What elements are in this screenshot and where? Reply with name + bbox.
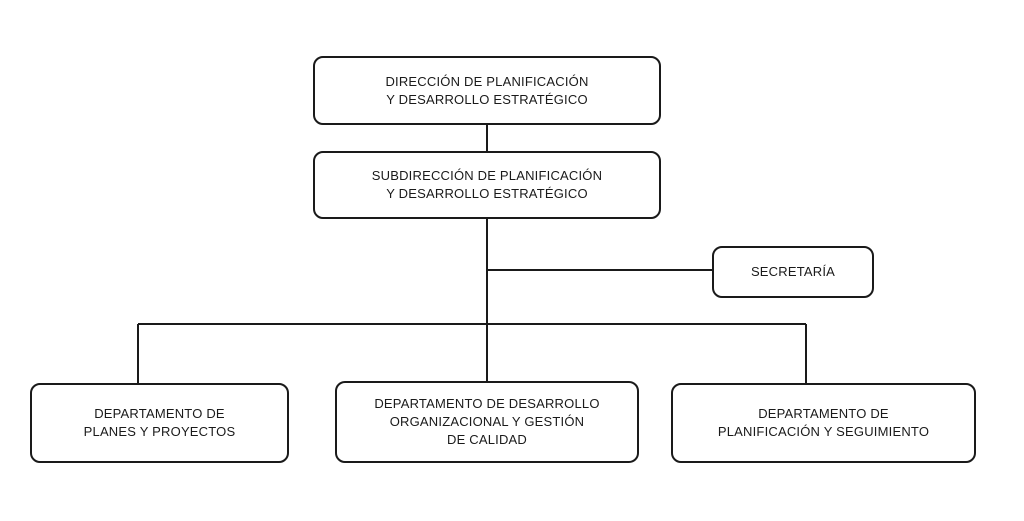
org-box-departamento-seguimiento: DEPARTAMENTO DE PLANIFICACIÓN Y SEGUIMIE… xyxy=(671,383,976,463)
org-box-subdireccion: SUBDIRECCIÓN DE PLANIFICACIÓN Y DESARROL… xyxy=(313,151,661,219)
org-box-label: Y DESARROLLO ESTRATÉGICO xyxy=(386,186,588,201)
org-box-label: Y DESARROLLO ESTRATÉGICO xyxy=(386,91,588,107)
org-box-label: DE CALIDAD xyxy=(446,432,528,447)
org-box-label: PLANES Y PROYECTOS xyxy=(83,424,236,439)
org-box-label: DEPARTAMENTO DE xyxy=(94,406,225,421)
org-box-departamento-planes: DEPARTAMENTO DE PLANES Y PROYECTOS xyxy=(30,383,289,463)
org-box-direccion: DIRECCIÓN DE PLANIFICACIÓN Y DESARROLLO … xyxy=(313,56,661,125)
org-box-label: SECRETARÍA xyxy=(750,264,836,279)
org-box-label: DEPARTAMENTO DE DESARROLLO xyxy=(374,396,600,411)
org-box-label: DEPARTAMENTO DE xyxy=(758,406,889,421)
org-box-label: PLANIFICACIÓN Y SEGUIMIENTO xyxy=(717,424,930,439)
org-box-secretaria: SECRETARÍA xyxy=(712,246,874,298)
org-box-label: ORGANIZACIONAL Y GESTIÓN xyxy=(389,414,585,429)
org-box-label: DIRECCIÓN DE PLANIFICACIÓN xyxy=(385,73,589,89)
org-box-departamento-desarrollo: DEPARTAMENTO DE DESARROLLO ORGANIZACIONA… xyxy=(335,381,639,463)
org-box-label: SUBDIRECCIÓN DE PLANIFICACIÓN xyxy=(371,168,603,183)
